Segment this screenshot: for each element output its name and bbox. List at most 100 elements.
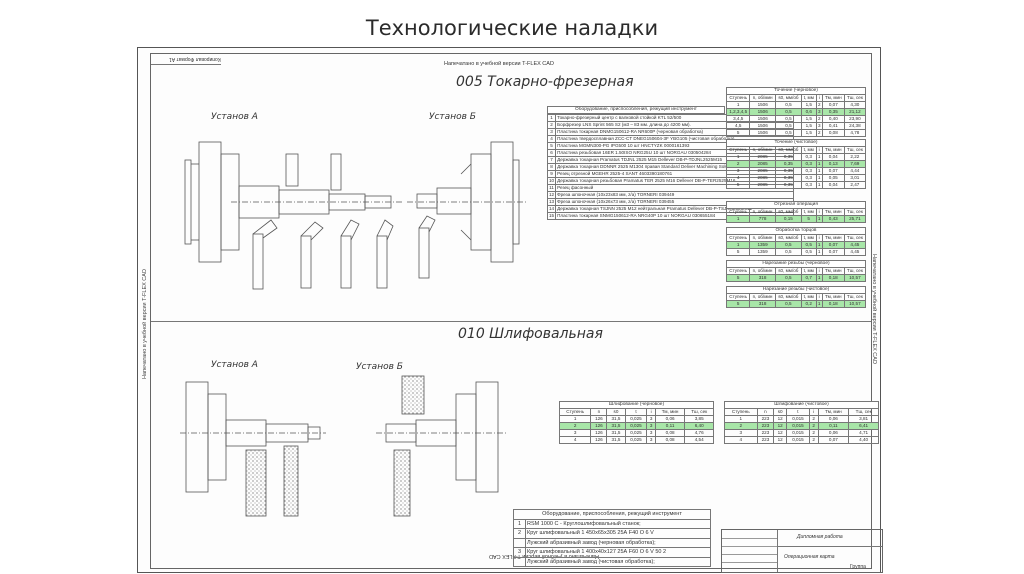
column-header: s0, мм/об — [774, 267, 802, 275]
table-cell: 1506 — [749, 115, 776, 123]
op1-part-drawing — [184, 141, 527, 290]
equipment-number: 3 — [513, 547, 526, 558]
table-cell: 0,5 — [800, 248, 817, 256]
table-cell: 3 — [558, 429, 592, 437]
table-cell: 0,07 — [817, 436, 850, 444]
table-cell: 4,71 — [848, 429, 879, 437]
table-cell: 0,5 — [774, 108, 802, 116]
table-cell: 3 — [646, 422, 656, 430]
table-cell: 1506 — [749, 129, 776, 137]
table-cell: 1,5 — [800, 122, 817, 130]
column-header: i — [646, 408, 656, 416]
equipment-number: 11 — [546, 184, 557, 192]
table-cell: 3,85 — [684, 415, 714, 423]
table-cell: 1,2,3,4,5 — [725, 108, 751, 116]
table-cell: 126 — [590, 429, 608, 437]
column-header: Тш, сек — [843, 293, 867, 301]
table-cell: 0,35 — [774, 160, 802, 168]
table-cell: 6,41 — [848, 422, 879, 430]
table-cell: 1506 — [749, 122, 776, 130]
equipment-text: Лужский абразивный завод (черновая обраб… — [525, 537, 711, 548]
column-header: t, мм — [800, 94, 817, 102]
table-cell: 5 — [725, 248, 751, 256]
column-header: Тм, мин — [821, 146, 845, 154]
table-cell: 1,5 — [800, 115, 817, 123]
equipment-row: Лужский абразивный завод (черновая обраб… — [513, 537, 711, 548]
table-cell: 0,11 — [654, 422, 686, 430]
equipment-number: 12 — [546, 191, 557, 199]
table-cell: 12 — [773, 415, 788, 423]
column-header: n, об/мин — [749, 293, 776, 301]
table-cell: 4,44 — [843, 167, 867, 175]
table-cell: 2 — [724, 422, 758, 430]
table-cell: 4,78 — [843, 129, 867, 137]
table-cell: 2085 — [749, 160, 776, 168]
table-cell: 3 — [646, 429, 656, 437]
table-cell: 10,57 — [843, 274, 867, 282]
table-cell: 2 — [808, 429, 819, 437]
table-cell: 0,3 — [800, 153, 817, 161]
stamp-group: Группа — [850, 564, 866, 570]
column-header: s0, мм/об — [774, 94, 802, 102]
column-header: t — [786, 408, 810, 416]
table-cell: 0,025 — [624, 429, 648, 437]
column-header: Ступень — [725, 94, 751, 102]
table-cell: 0,015 — [786, 415, 810, 423]
table-cell: 23,90 — [843, 115, 867, 123]
table-cell: 2 — [725, 160, 751, 168]
table-cell: 0,05 — [821, 174, 845, 182]
regime-table-title: Обработка торцов — [726, 227, 866, 235]
stamp-sheet-name: Операционная карта — [784, 554, 835, 560]
table-cell: 126 — [590, 415, 608, 423]
column-header: t, мм — [800, 293, 817, 301]
drawing-sheet: Копировал Формат А1 Напечатано в учебной… — [137, 47, 883, 573]
table-cell: 21,12 — [843, 108, 867, 116]
table-cell: 0,35 — [774, 174, 802, 182]
column-header: n, об/мин — [749, 267, 776, 275]
table-cell: 0,35 — [774, 153, 802, 161]
column-header: Тм, мин — [821, 94, 845, 102]
table-cell: 4,54 — [684, 436, 714, 444]
equipment-number: 13 — [546, 198, 557, 206]
table-cell: 0,40 — [821, 115, 845, 123]
table-cell: 1 — [725, 241, 751, 249]
regime-table-title: Отрезная операция — [726, 201, 866, 209]
table-cell: 0,5 — [774, 115, 802, 123]
stamp-doc-type: Дипломная работа — [797, 534, 843, 540]
table-cell: 2 — [808, 422, 819, 430]
equipment-text: Круг шлифовальный 1 400х40х127 25А F60 O… — [525, 547, 711, 558]
table-cell: 0,2 — [800, 300, 817, 308]
table-cell: 4,30 — [843, 101, 867, 109]
equipment-number: 15 — [546, 212, 557, 220]
table-cell: 0,43 — [821, 215, 845, 223]
column-header: s0, мм/об — [774, 234, 802, 242]
table-cell: 0,5 — [774, 248, 802, 256]
table-cell: 0,07 — [821, 167, 845, 175]
equipment-number: 7 — [546, 156, 557, 164]
table-cell: 4,40 — [848, 436, 879, 444]
table-cell: 1 — [725, 215, 751, 223]
equipment-number — [513, 556, 526, 567]
table-cell: 0,18 — [821, 300, 845, 308]
table-cell: 4 — [724, 436, 758, 444]
op2-equipment-header: Оборудование, приспособления, режущий ин… — [513, 509, 711, 520]
table-cell: 0,015 — [786, 436, 810, 444]
table-cell: 2,22 — [843, 153, 867, 161]
column-header: Тш, сек — [843, 146, 867, 154]
column-header: Тм, мин — [821, 267, 845, 275]
table-cell: 0,5 — [774, 101, 802, 109]
table-cell: 2 — [815, 129, 823, 137]
table-cell: 1 — [815, 300, 823, 308]
column-header: n — [756, 408, 775, 416]
